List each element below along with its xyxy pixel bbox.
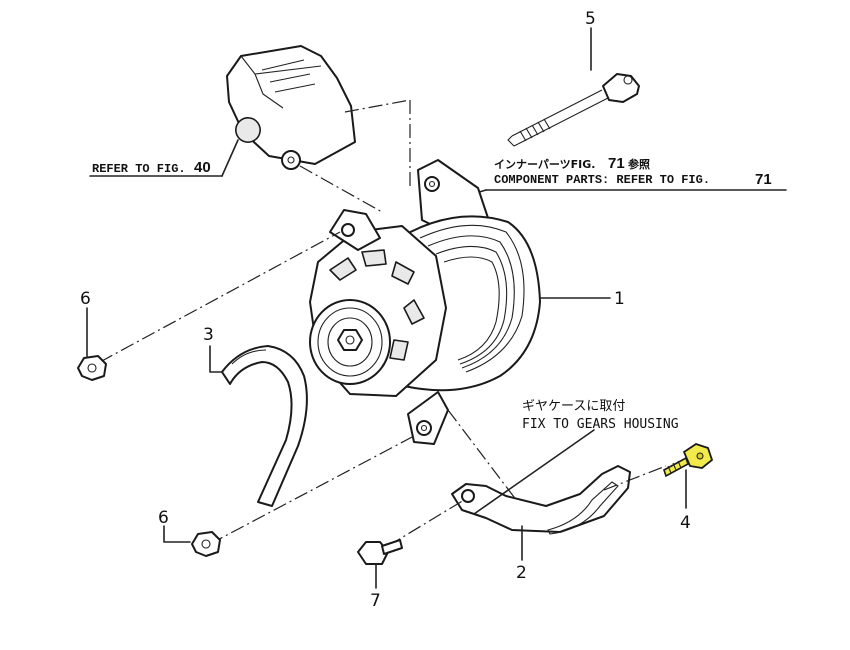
callout-2: 2 [516, 563, 527, 583]
bolt-part-5 [507, 73, 640, 147]
fix-note-leader [473, 429, 595, 515]
refer-fig40-number: 40 [194, 159, 211, 176]
nut-part-6-lower [191, 531, 221, 557]
callout-3: 3 [203, 325, 214, 345]
assembly-line-top2 [344, 99, 411, 113]
component-note-jp-suffix: 参照 [628, 157, 650, 171]
leader-6b [163, 525, 191, 543]
callout-7: 7 [370, 591, 381, 611]
alternator-part-1 [309, 159, 541, 445]
assembly-line-6b [209, 435, 415, 545]
callout-4: 4 [680, 513, 691, 533]
component-note-jp: インナーパーツFIG. [494, 158, 595, 171]
assembly-line-bracket [299, 165, 383, 213]
mounting-bracket-fig40 [226, 45, 356, 170]
bolt-part-7 [357, 539, 403, 565]
callout-1: 1 [614, 289, 625, 309]
component-note-jp-number: 71 [608, 155, 625, 172]
callout-6-lower: 6 [158, 508, 169, 528]
fix-note-jp: ギヤケースに取付 [522, 399, 625, 414]
callout-5: 5 [585, 9, 596, 29]
component-note-en: COMPONENT PARTS: REFER TO FIG. [494, 173, 710, 187]
adjusting-bracket-part-2 [451, 465, 631, 535]
component-note-en-number: 71 [755, 171, 772, 188]
belt-part-3 [221, 345, 308, 507]
refer-fig40-text: REFER TO FIG. [92, 162, 186, 176]
assembly-line-4 [603, 465, 667, 491]
callout-6-upper: 6 [80, 289, 91, 309]
fix-note-en: FIX TO GEARS HOUSING [522, 417, 679, 432]
assembly-line-6a [99, 231, 341, 363]
refer-fig40-leader [221, 139, 239, 177]
assembly-line-7 [387, 499, 465, 547]
bolt-part-4-highlighted [663, 443, 714, 478]
leader-3 [209, 345, 223, 373]
nut-part-6-upper [77, 355, 107, 381]
